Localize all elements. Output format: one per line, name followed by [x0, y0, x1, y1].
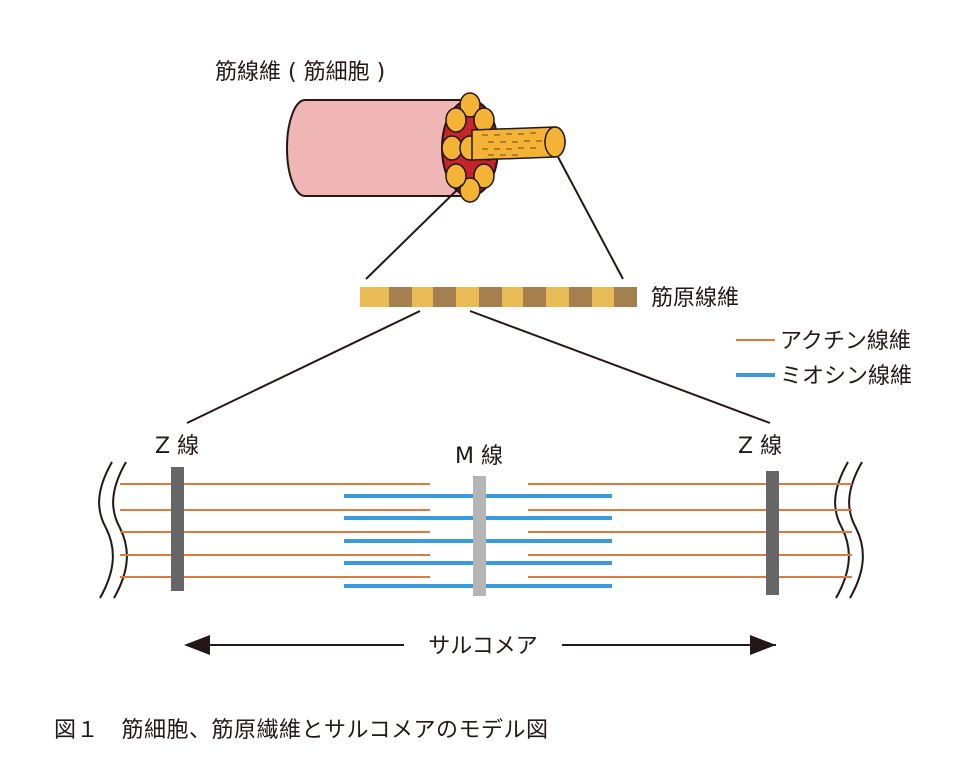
z-line-right	[766, 471, 779, 595]
legend-actin-label: アクチン線維	[780, 329, 911, 354]
break-mark-left-outer	[98, 461, 114, 599]
z-line-right-label: Z 線	[738, 434, 782, 459]
muscle-fiber	[286, 92, 566, 203]
sarcomere-label: サルコメア	[428, 634, 538, 659]
break-mark-left-inner	[112, 461, 128, 599]
muscle-fiber-label: 筋線維 ( 筋細胞 )	[215, 60, 385, 85]
z-line-left-label: Z 線	[155, 434, 199, 459]
zoom-line-left-top	[365, 184, 463, 280]
z-line-left	[171, 467, 184, 591]
myofibril-label: 筋原線維	[651, 286, 739, 311]
m-line-label: M 線	[455, 444, 503, 469]
zoom-line-left-bottom	[186, 310, 421, 424]
zoom-line-right-bottom	[469, 310, 771, 424]
m-line	[473, 476, 486, 596]
legend: アクチン線維 ミオシン線維	[736, 329, 912, 389]
protruding-myofibril	[471, 126, 566, 161]
legend-myosin-label: ミオシン線維	[780, 364, 912, 389]
figure-caption: 図１ 筋細胞、筋原繊維とサルコメアのモデル図	[54, 718, 549, 743]
zoom-line-right-top	[557, 156, 624, 280]
myofibril-strip	[360, 287, 637, 307]
